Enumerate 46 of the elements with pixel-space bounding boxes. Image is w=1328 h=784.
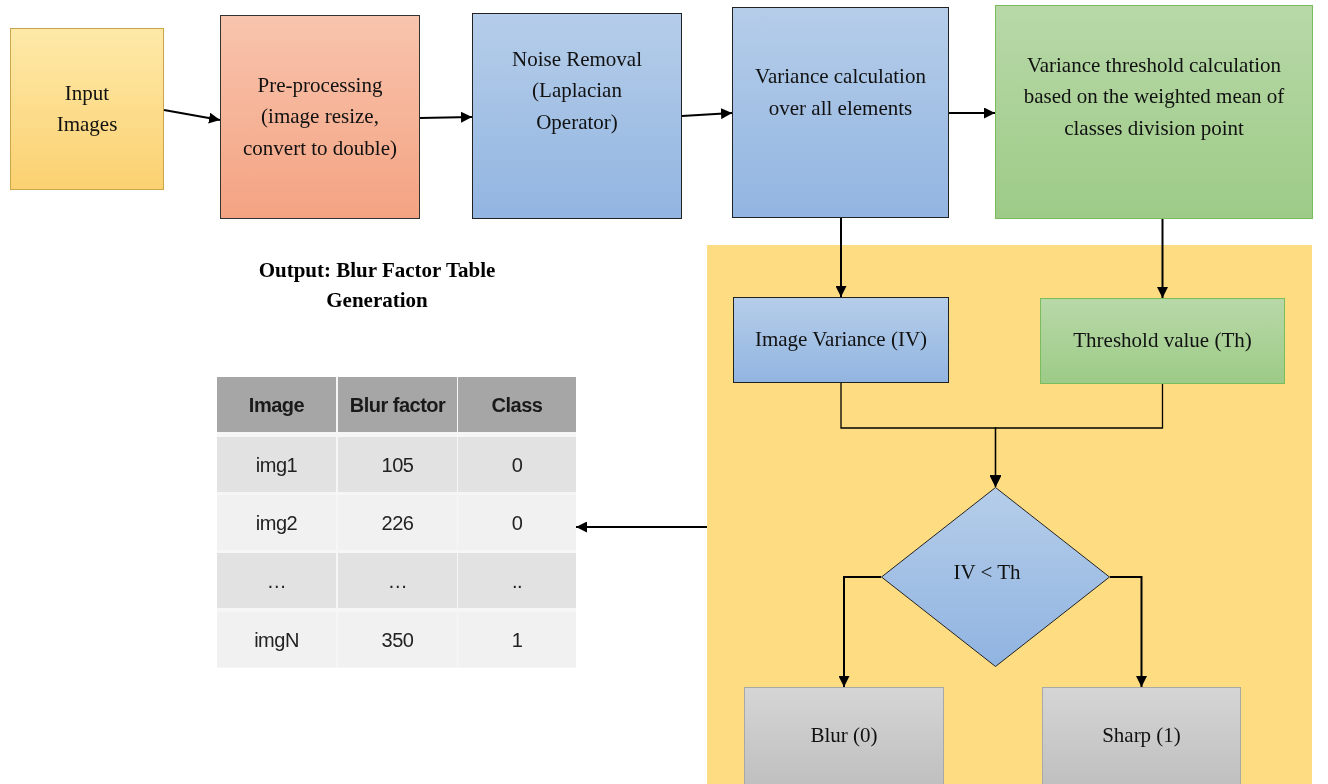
table-cell: imgN bbox=[217, 612, 336, 667]
arrow bbox=[948, 107, 996, 119]
arrow bbox=[838, 576, 882, 688]
arrow bbox=[1157, 218, 1168, 299]
table-cell: 226 bbox=[338, 495, 457, 550]
table-cell: 0 bbox=[458, 437, 576, 492]
column-header: Class bbox=[458, 377, 576, 432]
arrow bbox=[681, 108, 733, 120]
node-text: Pre-processing (image resize, convert to double) bbox=[242, 71, 398, 162]
table-cell: 350 bbox=[338, 612, 457, 667]
arrow bbox=[835, 217, 847, 298]
node-text: Variance calculation over all elements bbox=[754, 63, 927, 122]
process-box bbox=[733, 297, 949, 383]
process-box bbox=[732, 7, 949, 218]
process-box bbox=[220, 15, 420, 219]
column-header: Blur factor bbox=[338, 377, 457, 432]
table-cell: 0 bbox=[458, 495, 576, 550]
table-cell: 1 bbox=[458, 612, 576, 667]
table-cell: .. bbox=[458, 553, 576, 608]
panel-background bbox=[707, 245, 1312, 784]
process-box bbox=[744, 687, 944, 784]
node-text: Threshold value (Th) bbox=[1072, 327, 1253, 355]
table-cell: … bbox=[217, 553, 336, 608]
process-box bbox=[1040, 298, 1285, 384]
process-box bbox=[995, 5, 1313, 219]
table-cell: 105 bbox=[338, 437, 457, 492]
node-text: Image Variance (IV) bbox=[753, 326, 929, 354]
table-cell: img1 bbox=[217, 437, 336, 492]
node-text: Noise Removal (Laplacian Operator) bbox=[510, 45, 644, 136]
arrow bbox=[1109, 576, 1147, 688]
arrow bbox=[419, 111, 473, 123]
column-header: Image bbox=[217, 377, 336, 432]
arrow bbox=[163, 109, 221, 124]
table-cell: … bbox=[338, 553, 457, 608]
arrow bbox=[989, 383, 1164, 488]
process-box bbox=[10, 28, 164, 190]
table-cell: img2 bbox=[217, 495, 336, 550]
table-heading: Output: Blur Factor Table Generation bbox=[257, 257, 497, 315]
node-text: Variance threshold calculation based on the weighted mean of classes division point bbox=[1022, 51, 1286, 142]
process-box bbox=[1042, 687, 1241, 784]
condition-text: IV < Th bbox=[953, 559, 1021, 587]
node-text: Blur (0) bbox=[809, 722, 879, 750]
process-box bbox=[472, 13, 682, 219]
arrow bbox=[575, 521, 708, 533]
node-text: Input Images bbox=[55, 79, 119, 138]
node-text: Sharp (1) bbox=[1101, 722, 1182, 750]
